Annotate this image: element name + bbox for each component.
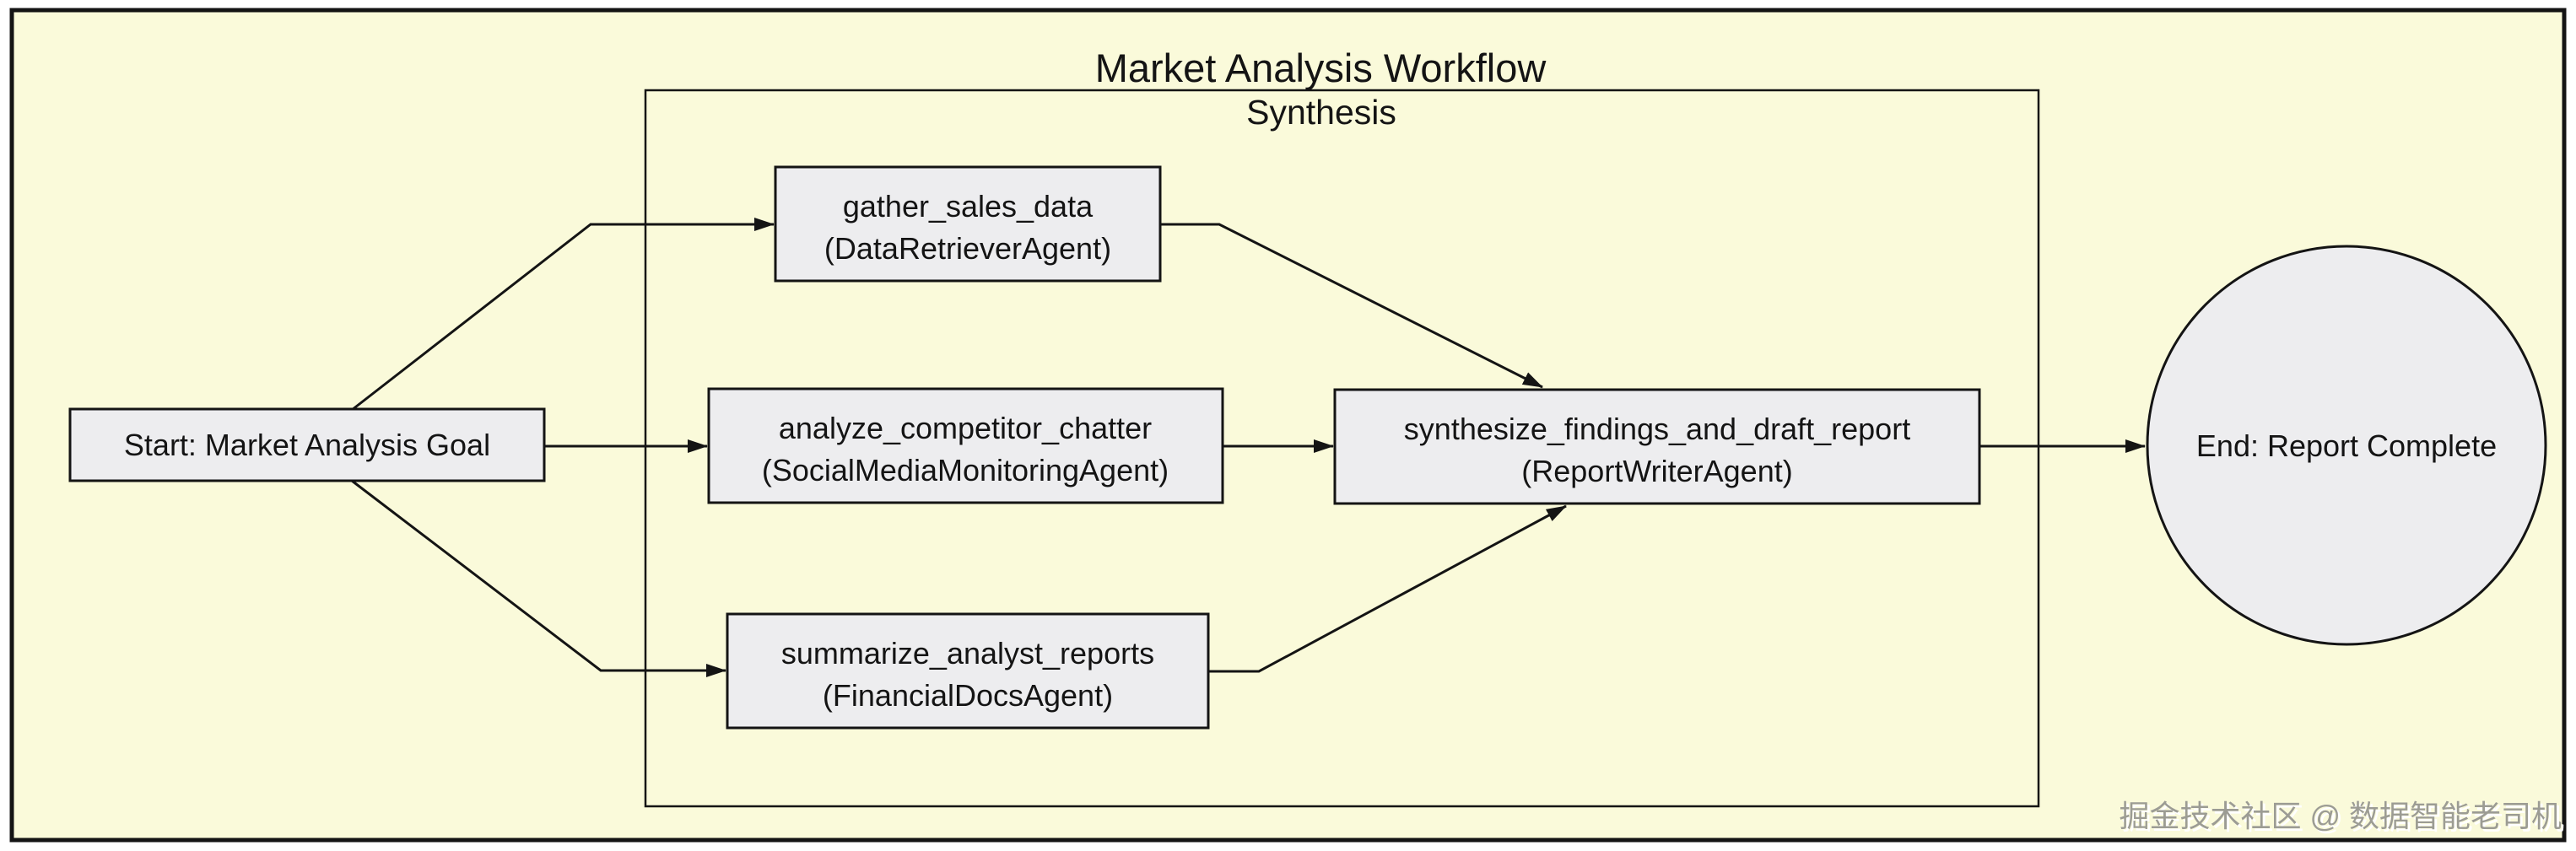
start-node-label: Start: Market Analysis Goal: [124, 428, 490, 462]
watermark-shadow-text: 掘金技术社区 @ 数据智能老司机: [2121, 801, 2564, 836]
analyze-competitor-chatter-node: analyze_competitor_chatter (SocialMediaM…: [707, 387, 1224, 504]
edge-summarize-to-synthesize: [1201, 504, 1567, 673]
gather-sales-data-label-line1: gather_sales_data: [843, 189, 1094, 224]
synthesize-findings-label-line2: (ReportWriterAgent): [1521, 454, 1792, 488]
edge-start-to-summarize: [351, 479, 726, 677]
analyze-competitor-chatter-box: [707, 387, 1224, 504]
summarize-analyst-reports-label-line2: (FinancialDocsAgent): [823, 678, 1113, 713]
gather-sales-data-node: gather_sales_data (DataRetrieverAgent): [774, 165, 1162, 283]
start-node-box: [68, 407, 546, 482]
end-node: End: Report Complete: [2146, 245, 2547, 646]
edge-gather-to-synthesize: [1160, 223, 1543, 389]
watermark: 掘金技术社区 @ 数据智能老司机 掘金技术社区 @ 数据智能老司机: [2119, 799, 2564, 836]
synthesize-findings-box: [1333, 388, 1981, 505]
analyze-competitor-chatter-label-line2: (SocialMediaMonitoringAgent): [762, 453, 1169, 487]
analyze-competitor-chatter-label-line1: analyze_competitor_chatter: [779, 411, 1152, 445]
edges: [351, 218, 2146, 677]
summarize-analyst-reports-box: [726, 612, 1210, 730]
start-node: Start: Market Analysis Goal: [68, 407, 546, 482]
synthesis-cluster-label: Synthesis: [1246, 93, 1396, 132]
end-node-circle: [2146, 245, 2547, 646]
synthesize-findings-node: synthesize_findings_and_draft_report (Re…: [1333, 388, 1981, 505]
watermark-text: 掘金技术社区 @ 数据智能老司机: [2119, 799, 2562, 833]
end-node-label: End: Report Complete: [2196, 428, 2497, 463]
summarize-analyst-reports-node: summarize_analyst_reports (FinancialDocs…: [726, 612, 1210, 730]
synthesize-findings-label-line1: synthesize_findings_and_draft_report: [1404, 412, 1910, 446]
diagram-title: Market Analysis Workflow: [1095, 46, 1547, 90]
synthesis-cluster: [644, 89, 2040, 808]
gather-sales-data-box: [774, 165, 1162, 283]
edge-start-to-gather: [351, 218, 775, 412]
gather-sales-data-label-line2: (DataRetrieverAgent): [824, 231, 1111, 266]
summarize-analyst-reports-label-line1: summarize_analyst_reports: [781, 636, 1154, 671]
